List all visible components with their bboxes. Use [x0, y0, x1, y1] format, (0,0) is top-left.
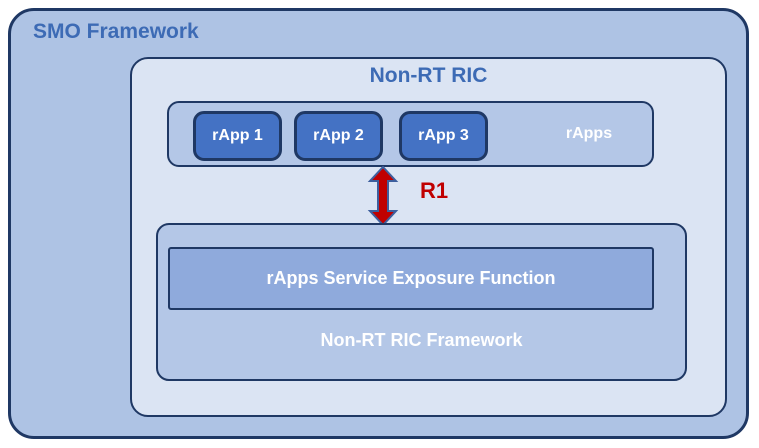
non-rt-ric-label: Non-RT RIC	[369, 64, 488, 87]
rapps-group-label: rApps	[565, 125, 613, 142]
rapp-1-box: rApp 1	[193, 111, 282, 161]
smo-framework-label: SMO Framework	[33, 20, 199, 43]
non-rt-ric-framework-label: Non-RT RIC Framework	[320, 330, 523, 350]
smo-framework-box: SMO Framework Non-RT RIC rApp 1 rApp 2 r…	[8, 8, 749, 439]
r1-interface-label: R1	[420, 178, 449, 203]
rapp-2-box: rApp 2	[294, 111, 383, 161]
rapps-group-box: rApp 1 rApp 2 rApp 3 rApps	[167, 101, 654, 167]
rapps-service-exposure-function-box: rApps Service Exposure Function	[168, 247, 654, 310]
non-rt-ric-framework-box: rApps Service Exposure Function Non-RT R…	[156, 223, 687, 381]
rapp-3-box: rApp 3	[399, 111, 488, 161]
non-rt-ric-box: Non-RT RIC rApp 1 rApp 2 rApp 3 rApps R1…	[130, 57, 727, 417]
r1-double-arrow-icon	[367, 166, 399, 226]
